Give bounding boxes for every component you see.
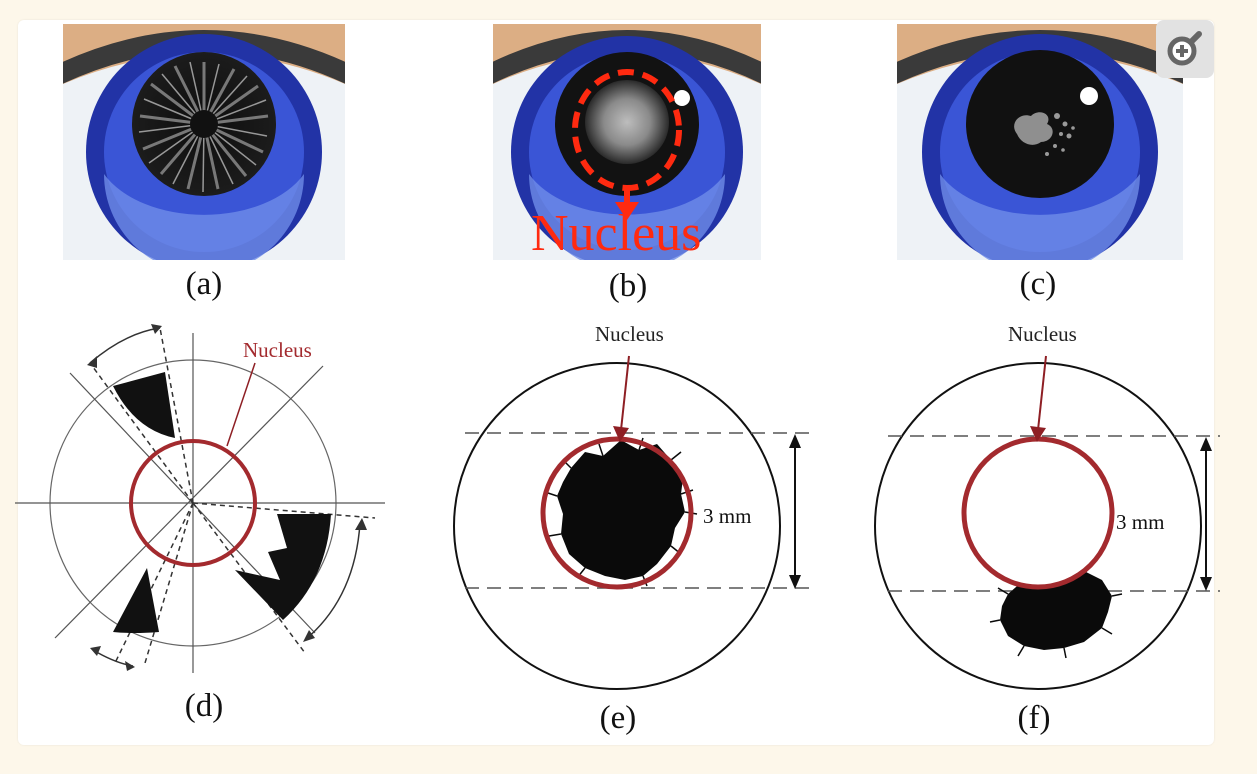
caption-d: (d) xyxy=(184,688,224,724)
posterior-diagram xyxy=(874,355,1220,690)
eye-illustration-a xyxy=(63,24,345,260)
panel-c-eye-image xyxy=(897,24,1183,260)
nuclear-diagram xyxy=(453,355,817,690)
caption-a: (a) xyxy=(185,266,223,302)
caption-c: (c) xyxy=(1019,266,1057,302)
nucleus-down-arrow xyxy=(615,202,639,220)
panel-b-eye-image: Nucleus xyxy=(493,24,761,262)
nucleus-label-f: Nucleus xyxy=(1008,322,1077,346)
zoom-in-icon xyxy=(1167,31,1202,66)
panel-d-diagram: Nucleus xyxy=(15,318,400,680)
panel-e-diagram: Nucleus 3 mm xyxy=(445,318,820,696)
eye-illustration-c xyxy=(897,24,1183,260)
eye-illustration-b xyxy=(493,24,761,260)
panel-a-eye-image xyxy=(63,24,345,260)
caption-f: (f) xyxy=(1017,700,1051,736)
nucleus-circle-e xyxy=(540,436,694,590)
nucleus-circle-f xyxy=(961,436,1115,590)
zoom-button[interactable] xyxy=(1156,20,1214,78)
dimension-label-f: 3 mm xyxy=(1116,510,1165,534)
nucleus-label-e: Nucleus xyxy=(595,322,664,346)
caption-b: (b) xyxy=(608,268,648,304)
cortical-diagram xyxy=(15,324,385,673)
panel-f-diagram: Nucleus 3 mm xyxy=(858,318,1224,696)
caption-e: (e) xyxy=(599,700,637,736)
dimension-label-e: 3 mm xyxy=(703,504,752,528)
nucleus-label-d: Nucleus xyxy=(243,338,312,362)
nucleus-circle-d xyxy=(129,439,257,567)
nucleus-label-b: Nucleus xyxy=(531,205,702,262)
